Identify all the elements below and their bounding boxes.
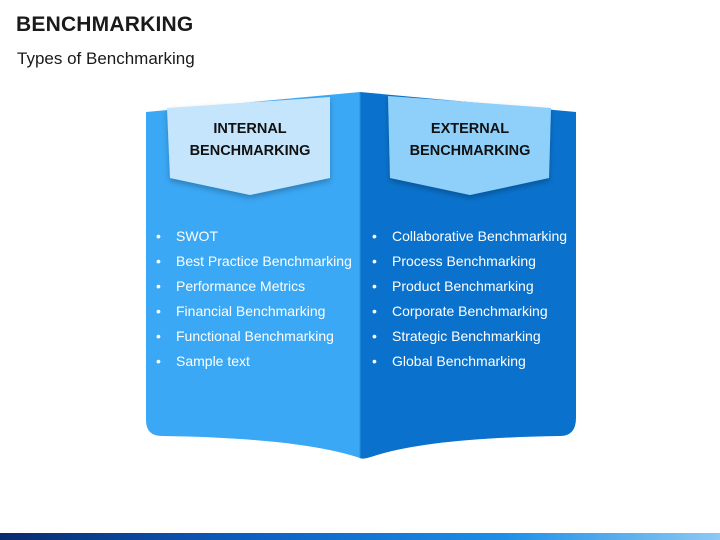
left-heading-tab xyxy=(167,97,330,195)
external-heading-line2: BENCHMARKING xyxy=(409,143,531,159)
page-subtitle: Types of Benchmarking xyxy=(17,49,195,68)
external-heading-line1: EXTERNAL xyxy=(430,121,510,137)
list-item: Product Benchmarking xyxy=(368,276,568,296)
footer-bar xyxy=(0,533,720,540)
list-item: Best Practice Benchmarking xyxy=(152,251,352,271)
internal-list: SWOT Best Practice Benchmarking Performa… xyxy=(152,226,352,376)
list-item: Performance Metrics xyxy=(152,276,352,296)
list-item: Global Benchmarking xyxy=(368,351,568,371)
list-item: Sample text xyxy=(152,351,352,371)
list-item: Functional Benchmarking xyxy=(152,326,352,346)
list-item: Collaborative Benchmarking xyxy=(368,226,568,246)
list-item: Corporate Benchmarking xyxy=(368,301,568,321)
internal-heading-line1: INTERNAL xyxy=(213,121,287,137)
page-title: BENCHMARKING xyxy=(16,13,194,36)
internal-heading-line2: BENCHMARKING xyxy=(189,143,311,159)
internal-heading: INTERNAL BENCHMARKING xyxy=(170,118,330,162)
external-list: Collaborative Benchmarking Process Bench… xyxy=(368,226,568,376)
list-item: SWOT xyxy=(152,226,352,246)
list-item: Process Benchmarking xyxy=(368,251,568,271)
right-heading-tab xyxy=(388,96,551,195)
list-item: Strategic Benchmarking xyxy=(368,326,568,346)
list-item: Financial Benchmarking xyxy=(152,301,352,321)
external-heading: EXTERNAL BENCHMARKING xyxy=(390,118,550,162)
